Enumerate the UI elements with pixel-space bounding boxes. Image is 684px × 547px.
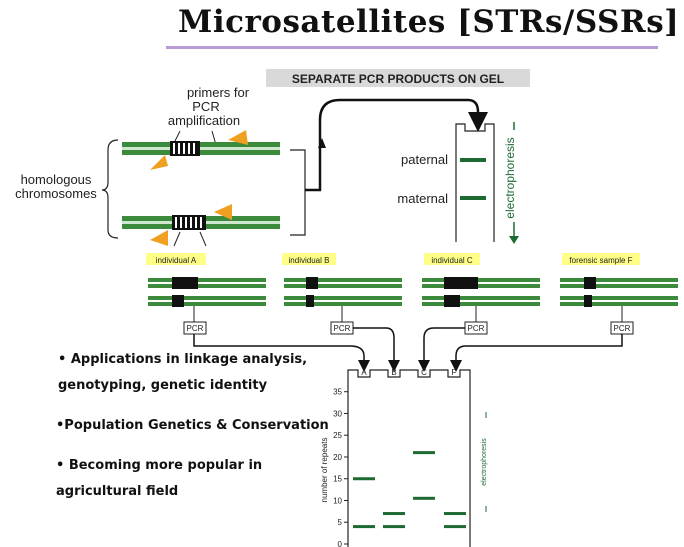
pcr-f-to-gel-arrow xyxy=(450,334,623,372)
gel-tick-label: 30 xyxy=(333,409,342,418)
individual-b-label: individual B xyxy=(289,256,330,265)
electrophoresis-arrow-icon xyxy=(509,236,519,244)
pcr-c-label: PCR xyxy=(468,324,485,333)
gel-header-box xyxy=(266,69,530,87)
pcr-a-to-gel-arrow xyxy=(193,334,370,372)
homologous-bracket xyxy=(101,139,119,239)
individual-f-highlight xyxy=(562,253,640,265)
primers-label-line3: amplification xyxy=(168,113,240,128)
primer-arrow-icon xyxy=(214,204,232,220)
primer-arrow-icon xyxy=(150,155,168,170)
maternal-label: maternal xyxy=(397,191,448,206)
gel-tick-group: 0 5 10 15 20 25 30 35 xyxy=(333,388,348,547)
chromosome-pair-1 xyxy=(122,141,280,156)
lower-gel-outline xyxy=(347,369,471,547)
gel-tick-label: 35 xyxy=(333,388,342,397)
primer-arrow-icon xyxy=(150,230,168,246)
pcr-c-to-gel-arrow xyxy=(418,327,465,372)
primers-label-line2: PCR xyxy=(192,99,219,114)
bullet-applications: • Applications in linkage analysis, xyxy=(58,352,308,367)
bullet-applications-cont: genotyping, genetic identity xyxy=(58,378,268,393)
gel-tick-label: 20 xyxy=(333,453,342,462)
top-electrophoresis-label: electrophoresis xyxy=(503,137,517,218)
bullet-agricultural-cont: agricultural field xyxy=(56,484,179,499)
gel-band-lane-f xyxy=(444,512,466,516)
individual-a-label: individual A xyxy=(156,256,197,265)
gel-tick-label: 25 xyxy=(333,431,342,440)
lower-gel: A B C F 0 5 10 15 20 25 30 35 number of repeats… xyxy=(320,368,488,547)
gel-header-label: SEPARATE PCR PRODUCTS ON GEL xyxy=(292,72,504,86)
individual-f-label: forensic sample F xyxy=(569,256,632,265)
title-underline xyxy=(166,46,658,49)
slide-title: Microsatellites [STRs/SSRs] xyxy=(178,4,680,40)
gel-band-lane-c xyxy=(413,451,435,455)
gel-band-lane-c xyxy=(413,496,435,500)
gel-band-lane-b xyxy=(383,525,405,529)
to-gel-arrow xyxy=(305,98,488,192)
individual-c-highlight xyxy=(424,253,480,265)
lane-c-label: C xyxy=(421,368,427,377)
pcr-a-label: PCR xyxy=(187,324,204,333)
bullet-agricultural: • Becoming more popular in xyxy=(56,458,263,473)
chromosome-pair-2 xyxy=(122,215,280,230)
pcr-bracket xyxy=(290,149,306,236)
primer-arrow-icon xyxy=(228,130,248,145)
flow-arrowhead-icon xyxy=(318,138,326,148)
gel-band-lane-f xyxy=(444,525,466,529)
paternal-band xyxy=(460,158,486,162)
maternal-band xyxy=(460,196,486,200)
individual-a-chromosomes xyxy=(148,277,266,307)
top-gel-outline xyxy=(455,123,495,242)
lane-b-label: B xyxy=(391,368,396,377)
pcr-b-label: PCR xyxy=(334,324,351,333)
gel-band-lane-b xyxy=(383,512,405,516)
gel-tick-label: 0 xyxy=(338,540,343,547)
paternal-label: paternal xyxy=(401,152,448,167)
individual-b-highlight xyxy=(282,253,336,265)
gel-y-axis-label: number of repeats xyxy=(320,438,329,503)
homologous-label-line2: chromosomes xyxy=(15,186,97,201)
pcr-f-label: PCR xyxy=(614,324,631,333)
lane-f-label: F xyxy=(452,368,457,377)
bullet-population-genetics: •Population Genetics & Conservation xyxy=(56,418,329,433)
lane-a-label: A xyxy=(361,368,367,377)
individual-a-highlight xyxy=(146,253,206,265)
individual-f-chromosomes xyxy=(560,277,678,307)
gel-tick-label: 10 xyxy=(333,496,342,505)
chromosome-tick xyxy=(173,231,181,247)
gel-tick-label: 5 xyxy=(338,518,343,527)
gel-band-group xyxy=(353,451,466,529)
individual-c-chromosomes xyxy=(422,277,540,307)
primers-label-line1: primers for xyxy=(187,85,250,100)
pcr-b-to-gel-arrow xyxy=(353,327,400,372)
gel-tick-label: 15 xyxy=(333,475,342,484)
chromosome-tick xyxy=(199,231,207,247)
gel-electrophoresis-label: electrophoresis xyxy=(481,438,488,486)
individual-c-label: individual C xyxy=(431,256,473,265)
pcr-a-box xyxy=(183,321,207,335)
gel-band-lane-a xyxy=(353,477,375,481)
gel-band-lane-a xyxy=(353,525,375,529)
homologous-label-line1: homologous xyxy=(21,172,92,187)
individual-b-chromosomes xyxy=(284,277,402,307)
